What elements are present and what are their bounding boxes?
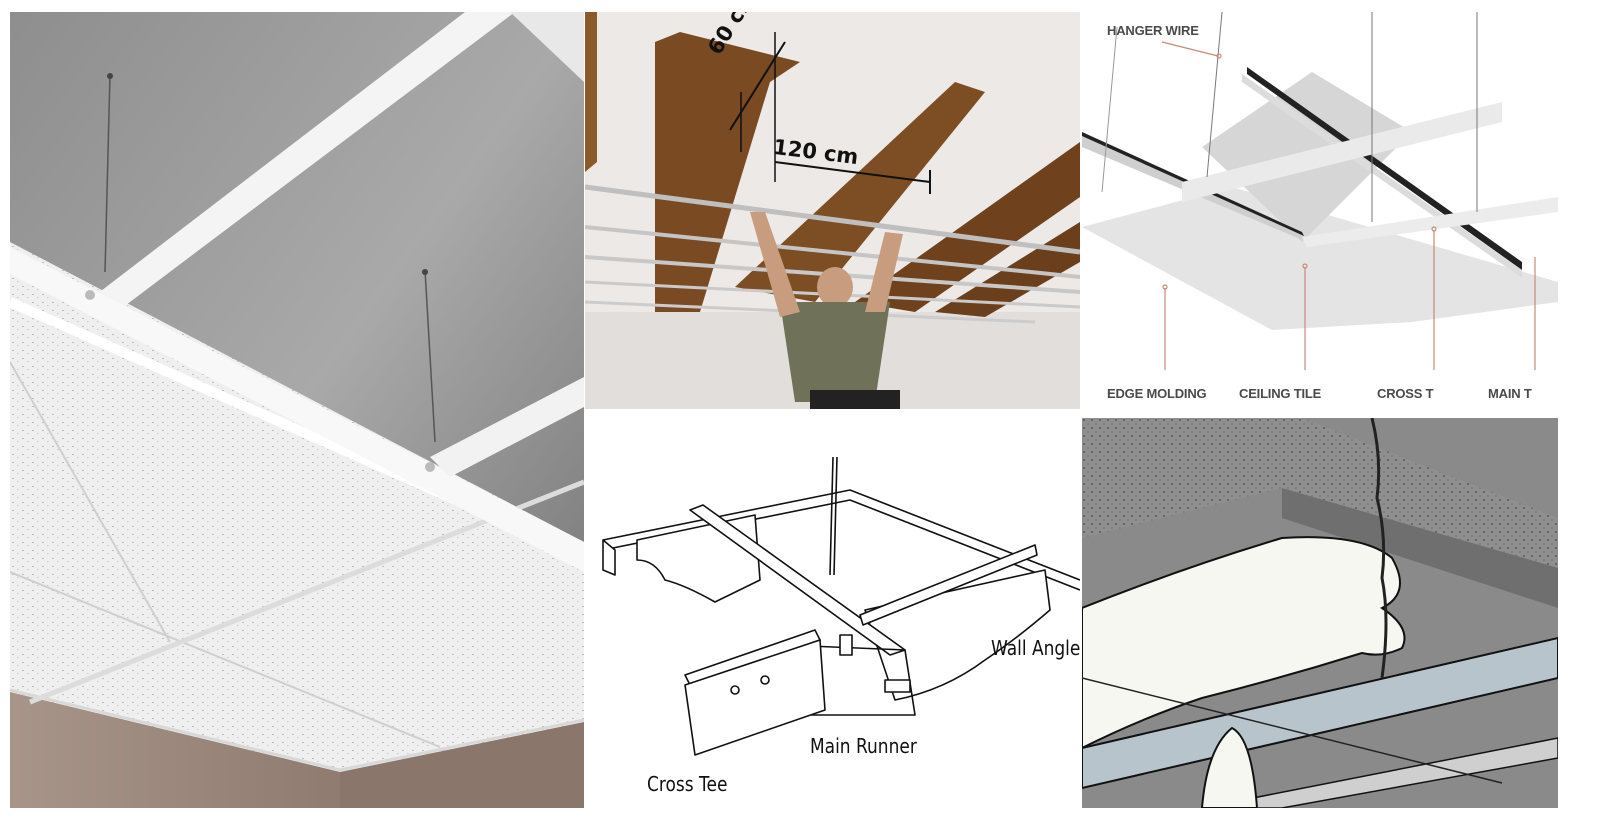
label-ceiling-tile: CEILING TILE [1239,386,1322,401]
label-hanger-wire: HANGER WIRE [1107,23,1199,38]
illustration-hand [1082,418,1558,808]
label-cross-tee: Cross Tee [647,772,728,796]
hand-illustration-graphic [1082,418,1558,808]
label-edge-molding: EDGE MOLDING [1107,386,1207,401]
grid-diagram-graphic [585,410,1080,808]
label-cross-t: CROSS T [1377,386,1434,401]
label-main-t: MAIN T [1488,386,1532,401]
components-render-graphic [1082,12,1558,409]
photo-installer: 60 cm 120 cm [585,12,1080,409]
photo-suspended-ceiling [10,12,584,808]
diagram-grid: Wall Angle Main Runner Cross Tee [585,410,1080,808]
label-main-runner: Main Runner [810,734,917,758]
label-wall-angle: Wall Angle [991,636,1080,660]
ceiling-photo-graphic [10,12,584,808]
render-components: HANGER WIRE EDGE MOLDING CEILING TILE CR… [1082,12,1558,409]
installer-photo-graphic [585,12,1080,409]
